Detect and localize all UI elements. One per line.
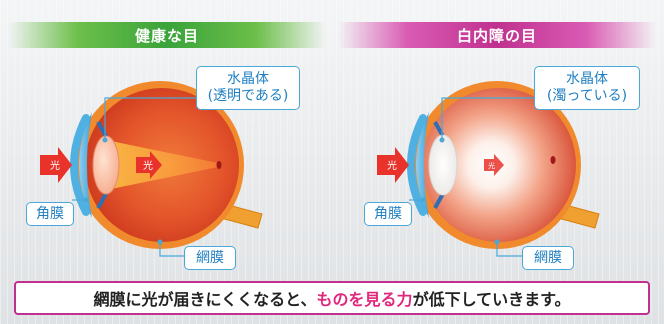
healthy-lens-label-line1: 水晶体 bbox=[227, 71, 269, 88]
healthy-cornea-dot bbox=[83, 197, 89, 203]
cataract-cornea-dot bbox=[420, 197, 426, 203]
healthy-light-arrow-text: 光 bbox=[50, 159, 60, 172]
cataract-eye-title: 白内障の目 bbox=[456, 26, 537, 45]
healthy-lens-label: 水晶体 (透明である) bbox=[196, 66, 300, 110]
cataract-lens-label-line2: (濁っている) bbox=[546, 88, 628, 104]
cataract-lens-dot bbox=[439, 137, 445, 143]
healthy-cornea-shape bbox=[79, 112, 92, 218]
healthy-eye-title: 健康な目 bbox=[134, 26, 199, 45]
healthy-inner-light-arrow bbox=[136, 151, 162, 179]
healthy-cornea-label-text: 角膜 bbox=[36, 205, 64, 222]
cataract-retina-spot bbox=[550, 156, 556, 164]
cataract-retina-label-text: 網膜 bbox=[534, 249, 562, 266]
cataract-retina-leader bbox=[496, 242, 522, 257]
cataract-lens-label: 水晶体 (濁っている) bbox=[534, 66, 640, 110]
cataract-lens-label-line1: 水晶体 bbox=[566, 71, 608, 88]
healthy-retina-label-text: 網膜 bbox=[196, 249, 224, 266]
healthy-eye-banner: 健康な目 bbox=[8, 22, 326, 48]
cataract-light-arrow bbox=[377, 147, 409, 183]
healthy-inner-light-arrow-text: 光 bbox=[143, 159, 153, 172]
caption-part1: 網膜に光が届きにくくなると、 bbox=[93, 290, 317, 309]
healthy-light-arrow bbox=[40, 147, 72, 183]
healthy-retina-leader bbox=[159, 242, 184, 257]
healthy-lens-label-line2: (透明である) bbox=[207, 88, 289, 104]
cataract-eye: 光 光 bbox=[377, 81, 600, 257]
caption-part4: していきます。 bbox=[460, 290, 571, 309]
cataract-eye-banner: 白内障の目 bbox=[338, 22, 656, 48]
cataract-inner-light-arrow bbox=[484, 154, 504, 176]
cataract-retina-dot bbox=[494, 239, 500, 245]
cataract-light-arrow-text: 光 bbox=[387, 159, 397, 172]
cataract-lens bbox=[428, 134, 458, 196]
healthy-lens-leader bbox=[104, 97, 196, 140]
healthy-lens-dot bbox=[102, 137, 108, 143]
caption-highlight-seeing-ability: ものを見る力 bbox=[316, 290, 413, 309]
healthy-focal-point bbox=[216, 161, 222, 169]
caption-part3: が低下 bbox=[412, 290, 461, 309]
cataract-inner-light-arrow-text: 光 bbox=[488, 161, 495, 170]
cataract-cornea-shape bbox=[416, 112, 429, 218]
cataract-cornea-label-text: 角膜 bbox=[374, 205, 402, 222]
healthy-cornea-arc bbox=[70, 114, 90, 216]
caption-box: 網膜に光が届きにくくなると、ものを見る力が低下していきます。 bbox=[14, 281, 650, 315]
healthy-retina-dot bbox=[157, 239, 163, 245]
cataract-cornea-label: 角膜 bbox=[364, 202, 412, 226]
cataract-lens-leader bbox=[441, 97, 534, 140]
healthy-retina-label: 網膜 bbox=[184, 246, 236, 270]
healthy-lens bbox=[92, 135, 120, 195]
cataract-cornea-arc bbox=[407, 114, 427, 216]
cataract-retina-label: 網膜 bbox=[522, 246, 574, 270]
healthy-cornea-label: 角膜 bbox=[26, 202, 74, 226]
healthy-eye: 光 光 bbox=[40, 81, 263, 257]
